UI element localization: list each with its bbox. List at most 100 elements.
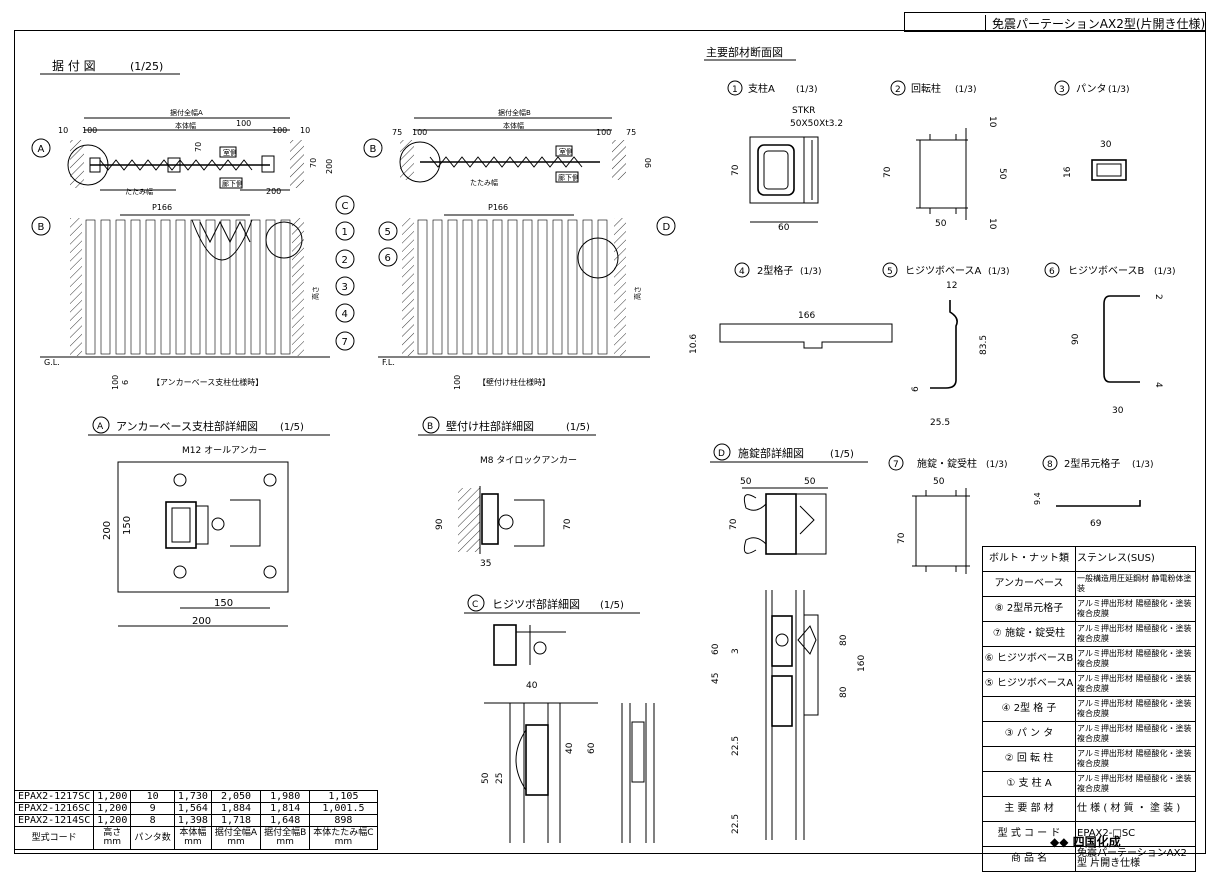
model-cell: 1,105: [309, 790, 378, 803]
svg-text:ヒジツボベースB: ヒジツボベースB: [1068, 265, 1144, 277]
svg-text:(1/3): (1/3): [800, 267, 822, 277]
svg-text:ヒジツボ部詳細図: ヒジツボ部詳細図: [492, 597, 580, 611]
svg-text:90: 90: [1071, 333, 1081, 345]
svg-text:30: 30: [1112, 406, 1124, 416]
model-cell: 1,718: [210, 814, 262, 827]
parts-value: ステンレス(SUS): [1075, 546, 1196, 572]
model-header: 本体たたみ幅C mm: [309, 826, 378, 850]
model-header: 型式コード: [13, 826, 95, 850]
body-width-label-a: 本体幅: [175, 121, 196, 130]
lattice-bar: [235, 219, 246, 355]
callout-label: A: [38, 144, 45, 155]
dim-a-9: 6: [121, 380, 130, 385]
model-header: 据付全幅A mm: [210, 826, 262, 850]
dim-a-10: 100: [111, 375, 120, 390]
lattice-bar: [462, 219, 473, 355]
parts-value: アルミ押出形材 陽極酸化・塗装複合皮膜: [1075, 596, 1196, 622]
svg-text:90: 90: [435, 518, 445, 530]
lattice-bar: [160, 219, 171, 355]
lattice-bar: [85, 219, 96, 355]
detail-b: B 壁付け柱部詳細図 (1/5) M8 タイロックアンカー 90 70 35: [418, 416, 596, 569]
svg-text:69: 69: [1090, 519, 1102, 529]
pitch-label-a: P166: [152, 203, 172, 212]
svg-text:4: 4: [1153, 382, 1163, 388]
callout-label: D: [663, 222, 671, 233]
callout-label: 1: [342, 227, 348, 238]
svg-text:160: 160: [857, 655, 867, 672]
lattice-bar: [100, 219, 111, 355]
callout-circle: [31, 216, 51, 236]
svg-text:50: 50: [933, 477, 945, 487]
svg-text:25.5: 25.5: [930, 418, 950, 428]
model-cell: 1,200: [93, 814, 132, 827]
parts-key: 主 要 部 材: [982, 796, 1076, 822]
parts-row: 主 要 部 材仕 様 ( 材 質 ・ 塗 装 ): [982, 796, 1196, 822]
svg-text:45: 45: [711, 673, 721, 684]
installation-title: 据 付 図: [52, 59, 96, 73]
svg-text:4: 4: [739, 267, 745, 277]
height-label-a: 高さ: [311, 286, 320, 300]
svg-text:150: 150: [122, 516, 133, 535]
wall-caption: 【壁付け柱仕様時】: [478, 377, 550, 387]
svg-text:7: 7: [893, 460, 899, 470]
callout-label: B: [370, 144, 377, 155]
callout-circle: [335, 331, 355, 351]
parts-key: ⑥ ヒジツボベースB: [982, 646, 1076, 672]
lattice-bar: [477, 219, 488, 355]
total-width-a-label: 据付全幅A: [170, 108, 203, 117]
callout-circle: [335, 195, 355, 215]
callout-circle: [363, 138, 383, 158]
svg-text:(1/3): (1/3): [1154, 267, 1176, 277]
dim-a-0: 10: [58, 126, 68, 135]
callout-circle: [378, 247, 398, 267]
svg-text:A: A: [97, 422, 104, 432]
svg-text:8: 8: [1047, 460, 1053, 470]
lattice-bar: [250, 219, 261, 355]
svg-text:(1/3): (1/3): [1108, 85, 1130, 95]
svg-text:支柱A: 支柱A: [748, 82, 775, 95]
lattice-bar: [597, 219, 608, 355]
dim-b-4: 100: [453, 375, 462, 390]
lattice-bar: [265, 219, 276, 355]
parts-row: アンカーベース一般構造用圧延鋼材 静電粉体塗装: [982, 571, 1196, 597]
svg-text:(1/5): (1/5): [566, 422, 590, 433]
lattice-bar: [432, 219, 443, 355]
indoor-label-a: 室側: [223, 148, 237, 157]
lattice-bar: [280, 219, 291, 355]
svg-text:50: 50: [804, 477, 816, 487]
svg-text:3: 3: [1059, 85, 1065, 95]
fold-width-label-b: たたみ幅: [470, 178, 498, 187]
lattice-bar: [175, 219, 186, 355]
dim-a-5: 70: [194, 142, 203, 152]
parts-key: ④ 2型 格 子: [982, 696, 1076, 722]
svg-text:83.5: 83.5: [979, 335, 989, 355]
svg-text:(1/5): (1/5): [280, 422, 304, 433]
svg-text:70: 70: [731, 164, 741, 176]
callout-label: 2: [342, 255, 348, 266]
lattice-bar: [220, 219, 231, 355]
elevation-view-b: P166 F.L. 高さ 【壁付け柱仕様時】 100: [378, 203, 650, 390]
plan-view-a: 据付全幅A 本体幅 たたみ幅 室側 廊下側 10 100 100 100 10 …: [58, 108, 334, 196]
lattice-bar: [552, 219, 563, 355]
model-cell: 1,884: [210, 802, 262, 815]
svg-text:C: C: [472, 600, 478, 610]
model-cell: 1,200: [93, 802, 132, 815]
svg-text:3: 3: [731, 648, 741, 654]
parts-value: アルミ押出形材 陽極酸化・塗装複合皮膜: [1075, 721, 1196, 747]
drawing-frame: [14, 30, 1206, 854]
lattice-bar: [507, 219, 518, 355]
model-cell: EPAX2-1216SC: [13, 802, 95, 815]
section-4: 4 2型格子 (1/3) 166 10.6: [689, 262, 893, 354]
parts-row: ② 回 転 柱アルミ押出形材 陽極酸化・塗装複合皮膜: [982, 746, 1196, 772]
model-cell: 8: [130, 814, 175, 827]
anchor-caption: 【アンカーベース支柱仕様時】: [152, 377, 263, 387]
svg-text:40: 40: [526, 681, 538, 691]
svg-text:アンカーベース支柱部詳細図: アンカーベース支柱部詳細図: [116, 419, 258, 433]
lattice-bar: [522, 219, 533, 355]
svg-text:50: 50: [740, 477, 752, 487]
dim-b-1: 100: [412, 128, 427, 137]
lattice-bar: [205, 219, 216, 355]
